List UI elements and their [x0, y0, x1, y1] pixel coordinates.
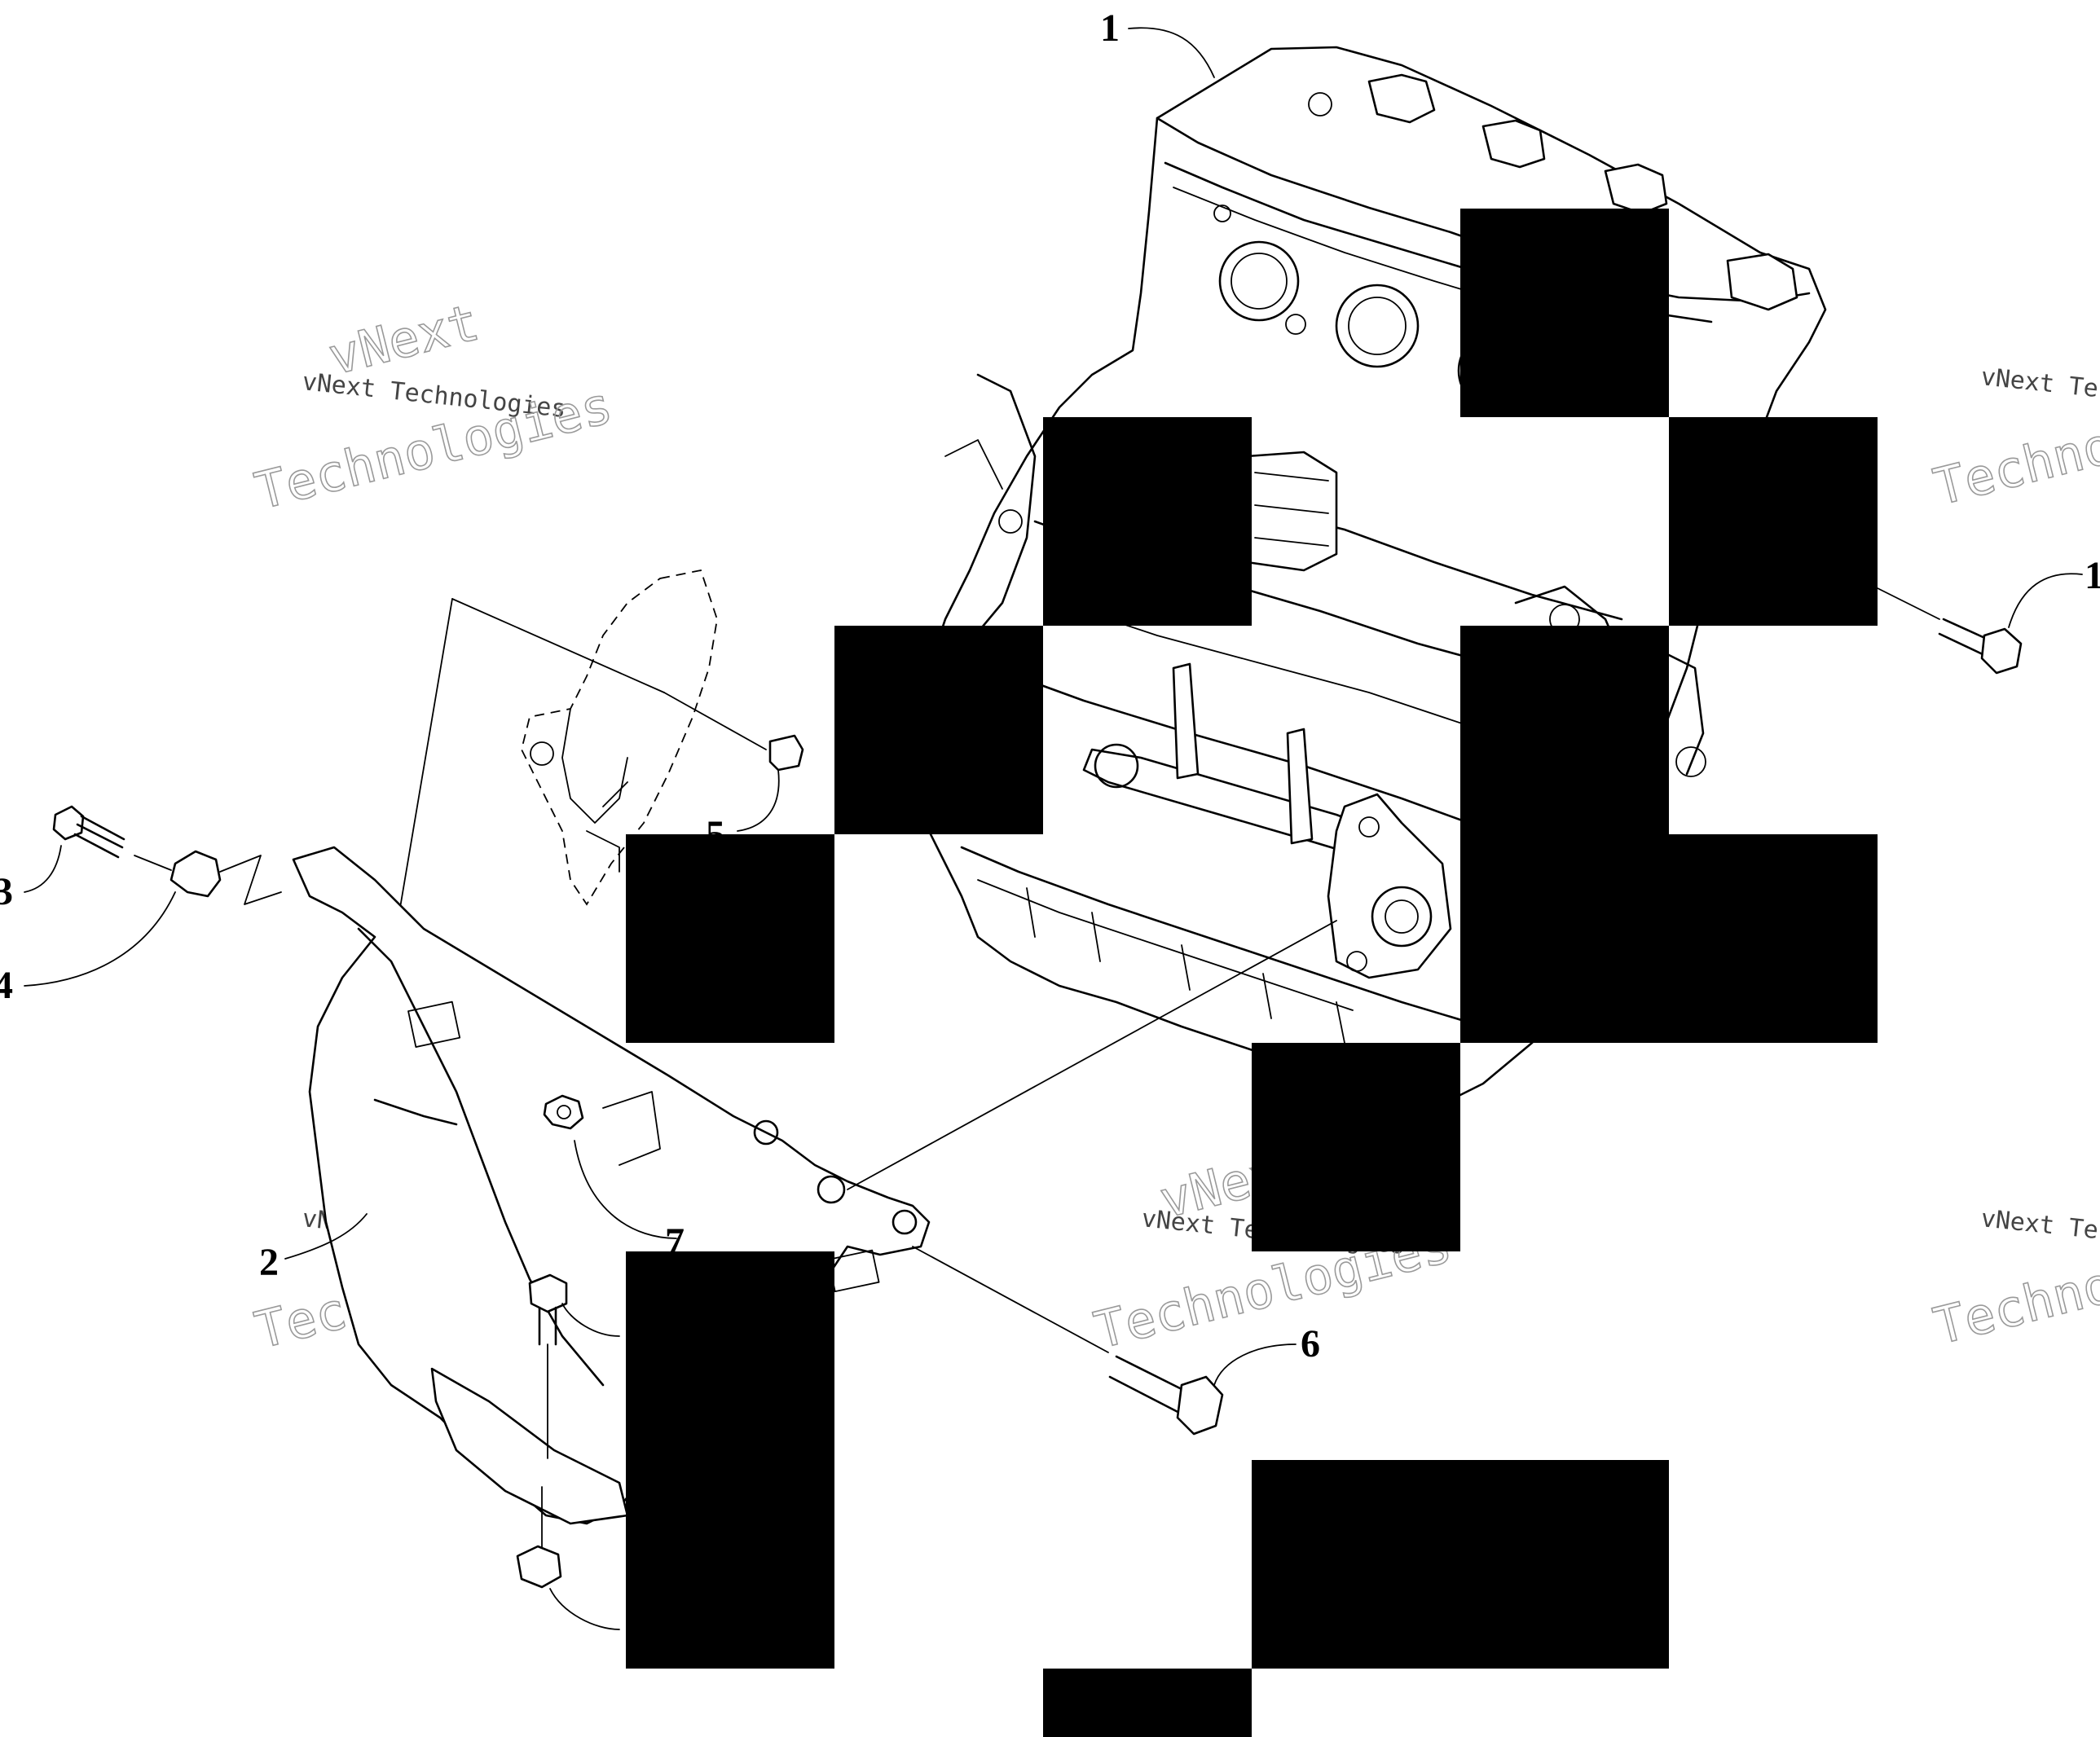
redaction-block [1669, 417, 1878, 626]
vertical-bolt [528, 1273, 568, 1459]
bolt-part-6 [912, 1246, 1224, 1436]
callout-4: 4 [0, 964, 13, 1007]
redaction-blocks [626, 209, 1878, 1737]
redaction-block [1043, 1669, 1252, 1737]
callout-leaders [24, 27, 2083, 1630]
nut-part-7 [543, 1094, 584, 1130]
watermark-partial-line: vNext Tec [1979, 1204, 2100, 1247]
watermark-partial-line: vNext Tec [1979, 363, 2100, 405]
redaction-block [834, 626, 1043, 834]
redaction-block [626, 1251, 834, 1669]
watermark-top-right: vNext Tec Techno [1927, 363, 2100, 517]
callout-2: 2 [259, 1241, 279, 1284]
redaction-block [1460, 626, 1669, 834]
bolt-part-3 [52, 805, 125, 859]
callout-10: 10 [2085, 554, 2100, 597]
redaction-block [1460, 209, 1669, 417]
bolt-part-10 [1873, 586, 2023, 675]
clip-part-4 [134, 850, 282, 905]
callout-1: 1 [1100, 7, 1120, 50]
upper-mount-bracket [398, 569, 804, 913]
watermark-partial-word: Techno [1928, 416, 2100, 517]
watermark-bottom-right: vNext Tec Techno [1927, 1204, 2100, 1357]
callout-3: 3 [0, 870, 13, 913]
mount-alignment-line [847, 920, 1337, 1190]
bottom-nut [516, 1486, 562, 1589]
callout-6: 6 [1301, 1322, 1320, 1365]
redaction-block [1252, 1460, 1669, 1669]
redaction-block [1043, 417, 1252, 626]
redaction-block [1460, 834, 1878, 1043]
redaction-block [1252, 1043, 1460, 1251]
redaction-block [626, 834, 834, 1043]
watermark-partial-word: Techno [1928, 1255, 2100, 1357]
watermark-top-left: vNext vNext Technologies Technologies [249, 292, 619, 522]
